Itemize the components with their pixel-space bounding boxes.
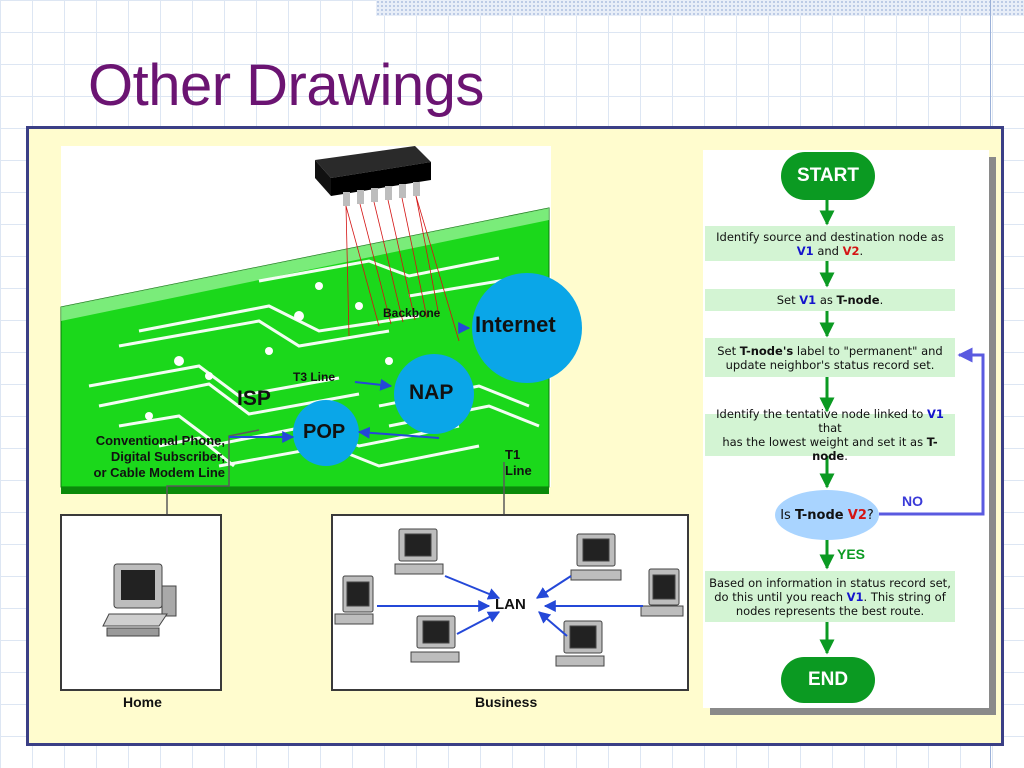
phone-line-label-2: Digital Subscriber, bbox=[110, 449, 225, 464]
nap-label: NAP bbox=[409, 381, 454, 404]
business-computer-5-icon bbox=[410, 615, 460, 663]
step2-v1: V1 bbox=[799, 293, 817, 307]
step-best-route: Based on information in status record se… bbox=[705, 571, 955, 622]
isp-label: ISP bbox=[237, 387, 271, 410]
t1-arrow bbox=[357, 426, 440, 439]
business-label: Business bbox=[475, 694, 538, 710]
step5-text-b: do this until you reach bbox=[714, 589, 847, 604]
start-terminal: START bbox=[781, 152, 875, 200]
decision-text: Is bbox=[780, 507, 795, 523]
internet-label: Internet bbox=[475, 312, 556, 337]
step-tentative-node: Identify the tentative node linked to V1… bbox=[705, 407, 955, 463]
end-terminal: END bbox=[781, 657, 875, 703]
step2-tnode: T-node bbox=[836, 293, 880, 307]
step4-end: . bbox=[844, 449, 848, 463]
no-label: NO bbox=[902, 493, 923, 509]
business-computer-6-icon bbox=[555, 620, 605, 667]
step1-v1: V1 bbox=[796, 243, 814, 258]
business-box bbox=[331, 514, 689, 691]
step4-tnode: T-node bbox=[812, 435, 938, 463]
content-frame: Internet NAP POP ISP Backbone T3 Line T1… bbox=[26, 126, 1004, 746]
decision-question-mark: ? bbox=[866, 507, 874, 523]
step4-text-b: that bbox=[818, 421, 842, 435]
slide-title: Other Drawings bbox=[88, 53, 484, 118]
step1-text: Identify source and destination node as bbox=[716, 229, 944, 244]
step4-text-c: has the lowest weight and set it as bbox=[722, 435, 927, 449]
t1-label: T1 bbox=[505, 447, 521, 462]
business-computer-3-icon bbox=[334, 575, 374, 625]
pop-label: POP bbox=[303, 421, 346, 443]
step1-and: and bbox=[813, 243, 843, 258]
decision-is-tnode-v2: Is T-node V2? bbox=[775, 490, 879, 540]
header-pattern-band bbox=[376, 0, 1024, 16]
business-computers bbox=[334, 528, 684, 667]
t3-arrow bbox=[354, 378, 393, 391]
internet-node bbox=[472, 273, 582, 383]
business-computer-2-icon bbox=[570, 533, 622, 581]
step3-tnode: T-node's bbox=[739, 343, 794, 358]
step3-text-b: label to "permanent" and bbox=[793, 343, 943, 358]
decision-tnode: T-node bbox=[794, 507, 844, 523]
network-diagram: Internet NAP POP ISP Backbone T3 Line T1… bbox=[59, 146, 689, 727]
step-set-tnode: Set V1 as T-node. bbox=[705, 289, 955, 311]
home-label: Home bbox=[123, 694, 162, 710]
step2-as: as bbox=[816, 293, 837, 307]
step2-end: . bbox=[879, 293, 884, 307]
backbone-label: Backbone bbox=[383, 306, 441, 320]
ic-chip bbox=[315, 146, 460, 342]
phone-line-label-1: Conventional Phone, bbox=[95, 433, 225, 448]
step3-text-c: update neighbor's status record set. bbox=[725, 357, 935, 372]
step-permanent-label: Set T-node's label to "permanent" and up… bbox=[705, 338, 955, 377]
step3-text: Set bbox=[717, 343, 740, 358]
step5-v1: V1 bbox=[846, 589, 864, 604]
step5-text: Based on information in status record se… bbox=[709, 575, 951, 590]
step4-text: Identify the tentative node linked to bbox=[716, 407, 927, 421]
step-identify-nodes: Identify source and destination node as … bbox=[705, 226, 955, 261]
step1-end: . bbox=[859, 243, 864, 258]
business-computer-1-icon bbox=[394, 528, 444, 575]
t3-line-label: T3 Line bbox=[293, 370, 336, 384]
decision-v2: V2 bbox=[847, 507, 867, 523]
no-feedback-arrow bbox=[879, 347, 985, 516]
business-computer-4-icon bbox=[640, 568, 684, 617]
home-computer-icon bbox=[102, 563, 177, 637]
t1-line-label: Line bbox=[505, 463, 532, 478]
step5-text-d: nodes represents the best route. bbox=[735, 603, 925, 618]
flowchart: START Identify source and destination no… bbox=[703, 150, 989, 708]
nap-node bbox=[394, 354, 474, 434]
step4-v1: V1 bbox=[926, 407, 944, 421]
pop-node bbox=[293, 400, 359, 466]
step2-text: Set bbox=[776, 293, 800, 307]
step1-v2: V2 bbox=[842, 243, 860, 258]
step5-text-c: . This string of bbox=[863, 589, 946, 604]
yes-label: YES bbox=[837, 546, 866, 562]
phone-line-label-3: or Cable Modem Line bbox=[93, 465, 225, 480]
lan-arrows bbox=[377, 575, 643, 637]
lan-label: LAN bbox=[495, 596, 526, 613]
